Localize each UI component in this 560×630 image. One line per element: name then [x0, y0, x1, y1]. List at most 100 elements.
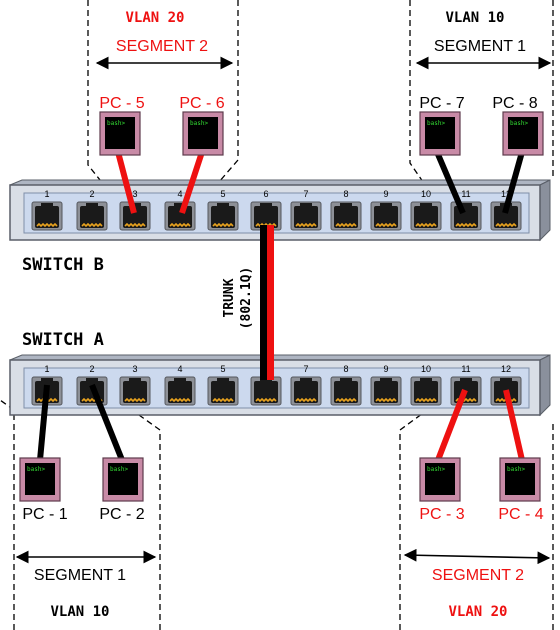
- switch-a-port-4[interactable]: [164, 376, 196, 406]
- pc3-label: PC - 3: [419, 506, 464, 523]
- chassis-side: [539, 354, 551, 417]
- pc3-computer[interactable]: bash>PC - 3: [419, 457, 465, 523]
- cable-pc5-switch-b-port-3: [115, 151, 137, 214]
- switch-b-port-8[interactable]: [330, 201, 362, 231]
- cable-pc1-switch-a-port-1: [37, 384, 50, 461]
- trunk-cable: [260, 225, 274, 380]
- switch-a-port-9[interactable]: [370, 376, 402, 406]
- pc1-computer[interactable]: bash>PC - 1: [19, 457, 68, 523]
- switch-a-port-number-7: 7: [303, 364, 308, 374]
- switch-b-port-2[interactable]: [76, 201, 108, 231]
- switch-b-port-number-2: 2: [89, 189, 94, 199]
- switch-a-port-number-3: 3: [132, 364, 137, 374]
- bottom-left-vlan-label: VLAN 10: [50, 604, 109, 620]
- top-left-boundary-right: [211, 0, 239, 191]
- pc8-computer[interactable]: bash> PC - 8: [492, 95, 544, 156]
- switch-b-port-number-1: 1: [44, 189, 49, 199]
- cable-pc7-switch-b-port-11: [434, 150, 466, 215]
- bottom-left-segment-label: SEGMENT 1: [34, 567, 126, 584]
- top-right-segment-label: SEGMENT 1: [434, 38, 526, 55]
- switch-b-port-1[interactable]: [31, 201, 63, 231]
- switch-b-port-10[interactable]: [410, 201, 442, 231]
- switch-b-port-11[interactable]: [450, 201, 482, 231]
- switch-a-label: SWITCH A: [22, 330, 104, 350]
- switch-b-port-number-7: 7: [303, 189, 308, 199]
- cable-pc2-switch-a-port-2: [89, 383, 125, 462]
- trunk-label: TRUNK (802.1Q): [222, 267, 254, 330]
- bottom-left-boundary-left: [0, 399, 15, 630]
- pc4-computer[interactable]: bash>PC - 4: [498, 457, 544, 523]
- trunk-label-line1: TRUNK: [222, 278, 237, 317]
- switch-a-port-6[interactable]: [250, 376, 282, 406]
- switch-b-port-4[interactable]: [164, 201, 196, 231]
- switch-b-port-number-5: 5: [220, 189, 225, 199]
- pc7-label: PC - 7: [419, 95, 464, 112]
- switch-b-port-number-3: 3: [132, 189, 137, 199]
- bottom-right-segment-arrow: [403, 548, 551, 565]
- switch-a-port-7[interactable]: [290, 376, 322, 406]
- cables: [37, 150, 525, 462]
- pc2-screen-text: bash>: [110, 466, 128, 473]
- pc4-screen: [505, 463, 535, 495]
- trunk-label-line2: (802.1Q): [239, 267, 254, 330]
- pc1-screen: [25, 463, 55, 495]
- switch-a-port-number-11: 11: [461, 364, 470, 374]
- pc2-label: PC - 2: [99, 506, 144, 523]
- pc2-computer[interactable]: bash> PC - 2: [99, 457, 145, 523]
- bottom-right-vlan-label: VLAN 20: [448, 604, 507, 620]
- cable-pc4-switch-a-port-12: [503, 389, 525, 461]
- pc7-computer[interactable]: bash>PC - 7: [419, 95, 465, 156]
- pc5-computer[interactable]: bash> PC - 5: [99, 95, 145, 156]
- bottom-left-boundary-right: [124, 404, 161, 630]
- switch-a-port-number-1: 1: [44, 364, 49, 374]
- switch-b-port-6[interactable]: [250, 201, 282, 231]
- top-left-boundary-left: [87, 0, 109, 191]
- top-left-segment-label: SEGMENT 2: [116, 38, 208, 55]
- cable-pc6-switch-b-port-4: [179, 151, 205, 214]
- switch-b-port-number-8: 8: [343, 189, 348, 199]
- switch-b-port-number-10: 10: [421, 189, 431, 199]
- switch-b-port-9[interactable]: [370, 201, 402, 231]
- switch-a-port-8[interactable]: [330, 376, 362, 406]
- switch-a-port-number-9: 9: [383, 364, 388, 374]
- switch-a-port-number-8: 8: [343, 364, 348, 374]
- pc5-screen-text: bash>: [107, 120, 125, 127]
- switch-b-port-number-12: 12: [501, 189, 511, 199]
- bottom-right-segment-label: SEGMENT 2: [432, 567, 524, 584]
- switch-b-port-5[interactable]: [207, 201, 239, 231]
- pc6-label: PC - 6: [179, 95, 224, 112]
- switch-a-port-3[interactable]: [119, 376, 151, 406]
- pc6-screen-text: bash>: [190, 120, 208, 127]
- pc6-screen: [188, 117, 218, 149]
- pc2-screen: [108, 463, 138, 495]
- switch-b-port-12[interactable]: [490, 201, 522, 231]
- switch-b-port-number-6: 6: [263, 189, 268, 199]
- pc8-screen-text: bash>: [510, 120, 528, 127]
- switch-b-port-number-9: 9: [383, 189, 388, 199]
- switch-b-port-7[interactable]: [290, 201, 322, 231]
- pc5-screen: [105, 117, 135, 149]
- pc8-label: PC - 8: [492, 95, 537, 112]
- pc7-screen: [425, 117, 455, 149]
- switch-b-port-number-4: 4: [177, 189, 182, 199]
- switch-b-label: SWITCH B: [22, 255, 104, 275]
- switch-a-port-number-4: 4: [177, 364, 182, 374]
- switch-a-port-number-2: 2: [89, 364, 94, 374]
- top-left-vlan-label: VLAN 20: [125, 10, 184, 26]
- cable-pc8-switch-b-port-12: [502, 151, 525, 214]
- switch-b-port-number-11: 11: [461, 189, 470, 199]
- switch-a-port-number-5: 5: [220, 364, 225, 374]
- switch-a-port-number-10: 10: [421, 364, 431, 374]
- pc1-label: PC - 1: [22, 506, 67, 523]
- switch-a-port-10[interactable]: [410, 376, 442, 406]
- switch-a-port-5[interactable]: [207, 376, 239, 406]
- pc4-screen-text: bash>: [507, 466, 525, 473]
- cable-pc3-switch-a-port-11: [435, 388, 468, 462]
- pc5-label: PC - 5: [99, 95, 144, 112]
- pc6-computer[interactable]: bash> PC - 6: [179, 95, 225, 156]
